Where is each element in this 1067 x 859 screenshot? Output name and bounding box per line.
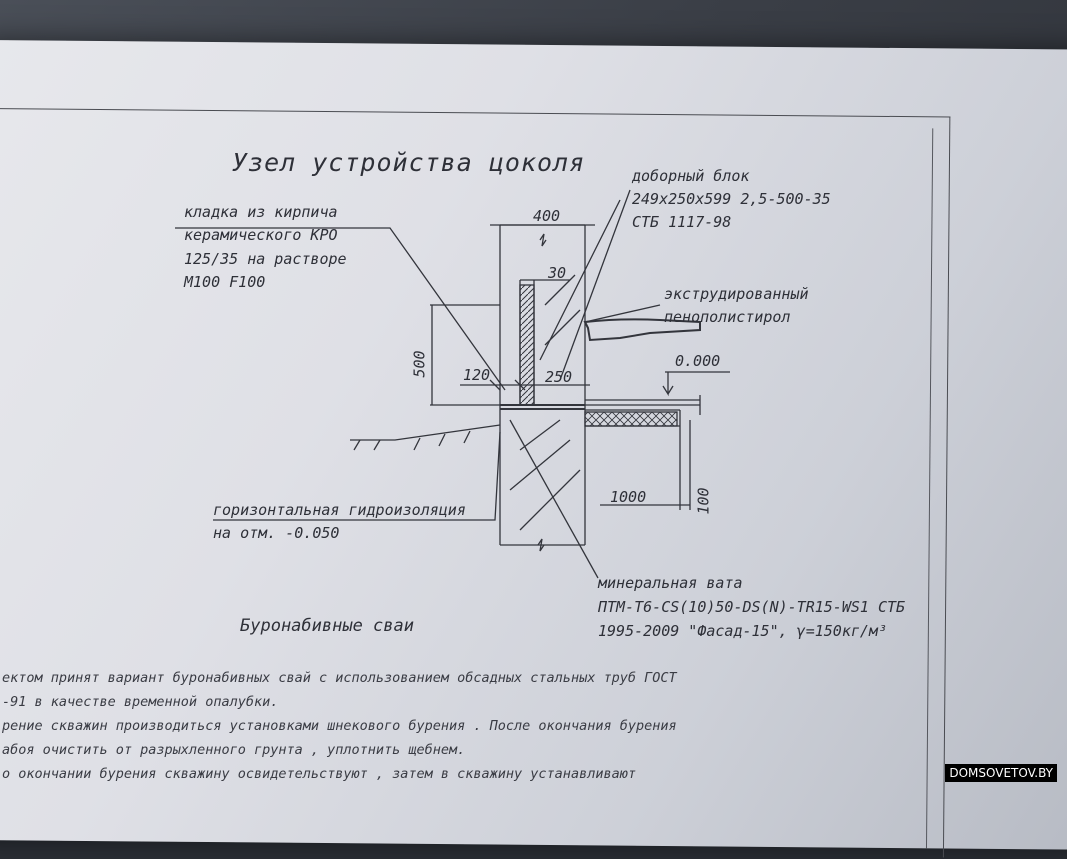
wool-label-1: минеральная вата — [598, 574, 743, 592]
drawing-title: Узел устройства цоколя — [232, 148, 586, 177]
piles-heading: Буронабивные сваи — [240, 616, 414, 636]
dim-250: 250 — [545, 368, 573, 386]
body-text-line-1: ектом принят вариант буронабивных свай с… — [2, 670, 677, 686]
foam-label-2: пенополистирол — [664, 308, 791, 326]
dim-120: 120 — [463, 366, 491, 384]
block-label-1: доборный блок — [632, 167, 750, 185]
foam-label-1: экструдированный — [664, 285, 809, 303]
hydro-label-2: на отм. -0.050 — [213, 524, 340, 542]
brick-label-1: кладка из кирпича — [184, 203, 338, 221]
block-label-3: СТБ 1117-98 — [632, 213, 732, 231]
body-text-line-3: рение скважин производиться установками … — [2, 718, 677, 734]
body-text-line-4: абоя очистить от разрыхленного грунта , … — [2, 742, 466, 758]
brick-label-3: 125/35 на растворе — [184, 250, 347, 268]
dim-400: 400 — [533, 207, 561, 225]
body-text-line-2: -91 в качестве временной опалубки. — [2, 694, 279, 710]
dim-100: 100 — [694, 487, 713, 515]
dim-30: 30 — [548, 264, 567, 282]
wool-label-2: ПТМ-Т6-CS(10)50-DS(N)-TR15-WS1 СТБ — [598, 598, 906, 616]
wool-label-3: 1995-2009 "Фасад-15", γ=150кг/м³ — [598, 622, 887, 640]
hydro-label-1: горизонтальная гидроизоляция — [213, 501, 466, 519]
block-label-2: 249х250х599 2,5-500-35 — [632, 190, 831, 208]
watermark-label: DOMSOVETOV.BY — [945, 764, 1057, 782]
construction-drawing — [520, 285, 677, 426]
body-text-line-5: о окончании бурения скважину освидетельс… — [2, 766, 636, 782]
dim-500: 500 — [410, 350, 429, 378]
dim-1000: 1000 — [610, 488, 647, 506]
brick-label-2: керамического КРО — [184, 226, 338, 244]
brick-label-4: М100 F100 — [184, 273, 266, 291]
zero-mark-label: 0.000 — [675, 352, 721, 370]
